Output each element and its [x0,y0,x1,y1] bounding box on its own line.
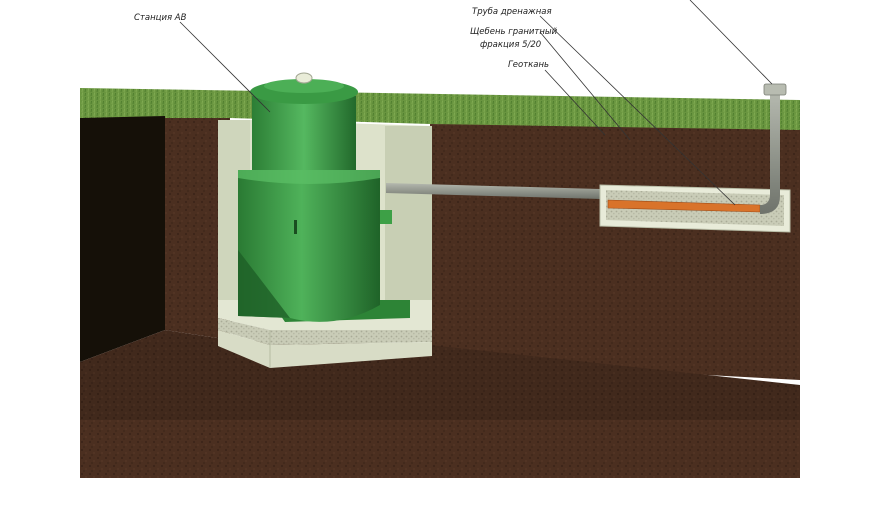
base-sand-layer [218,330,432,368]
base-gravel-layer [218,318,432,345]
station-tank-body [238,170,380,322]
soil-left-face [80,116,165,362]
vent-cap [763,83,787,96]
label-gravel-line1: Щебень гранитный [470,27,558,37]
soil-left-block [165,118,230,340]
outlet-fitting [380,210,392,224]
soil-floor [80,330,800,478]
station-lid-knob [295,72,313,84]
label-drain-pipe: Труба дренажная [472,7,552,17]
label-geotextile: Геоткань [508,60,549,70]
station-door-latch [294,220,297,234]
outlet-pipe [386,183,600,199]
soil-back-wall [430,124,800,380]
vent-riser [760,94,780,214]
label-station: Станция АВ [134,13,187,23]
pit-right-wall [385,126,432,330]
station-neck [252,96,356,170]
label-gravel-line2: фракция 5/20 [480,40,541,50]
leader-lines [179,0,773,206]
